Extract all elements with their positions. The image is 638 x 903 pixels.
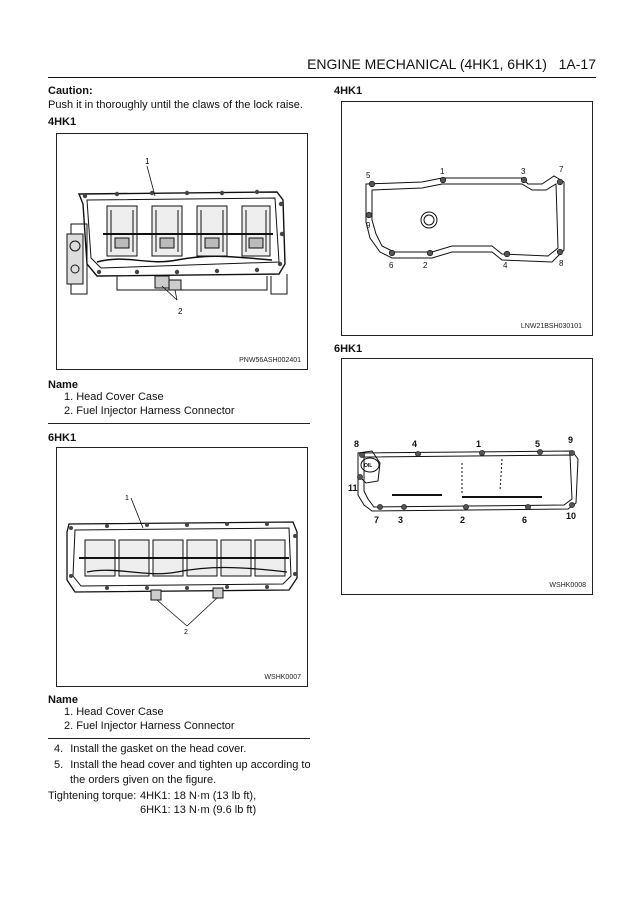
callout-1: 1 <box>125 495 129 502</box>
callout-7: 7 <box>559 165 564 174</box>
figure-4hk1-head-cover: 1 2 PNW56ASH002401 <box>56 133 308 370</box>
figure-6hk1-tightening-order: OIL 8 4 1 5 9 11 7 3 2 6 10 WSHK0008 <box>341 358 593 595</box>
step-5: 5. Install the head cover and tighten up… <box>54 758 311 773</box>
caution-text: Push it in thoroughly until the claws of… <box>48 99 303 111</box>
callout-11: 11 <box>348 483 358 493</box>
header-rule <box>48 77 596 78</box>
name-heading-4hk1: Name <box>48 379 78 391</box>
divider <box>48 423 310 424</box>
callout-3: 3 <box>398 515 403 525</box>
callout-2: 2 <box>460 515 465 525</box>
callout-4: 4 <box>412 439 417 449</box>
callout-4: 4 <box>503 261 508 270</box>
name-item-2-6hk1: 2. Fuel Injector Harness Connector <box>64 720 235 732</box>
section-heading-right-6hk1: 6HK1 <box>334 343 363 355</box>
callout-5: 5 <box>366 171 371 180</box>
head-cover-illustration: 1 2 <box>66 495 298 636</box>
callout-2: 2 <box>178 307 183 316</box>
figure-code: WSHK0007 <box>264 674 301 681</box>
callout-9: 9 <box>568 435 573 445</box>
page-number: 1A-17 <box>558 56 596 72</box>
callout-1: 1 <box>440 167 445 176</box>
callout-1: 1 <box>145 157 150 166</box>
callout-8: 8 <box>354 439 359 449</box>
callout-10: 10 <box>566 511 576 521</box>
callout-2: 2 <box>184 629 188 636</box>
step-5-continued: the orders given on the figure. <box>70 774 217 786</box>
running-header: ENGINE MECHANICAL (4HK1, 6HK1) 1A-17 <box>307 56 596 72</box>
callout-9: 9 <box>366 221 371 230</box>
name-heading-6hk1: Name <box>48 694 78 706</box>
callout-6: 6 <box>522 515 527 525</box>
step-text: Install the head cover and tighten up ac… <box>70 759 311 771</box>
name-item-2-4hk1: 2. Fuel Injector Harness Connector <box>64 405 235 417</box>
step-text: Install the gasket on the head cover. <box>70 743 247 755</box>
section-heading-4hk1: 4HK1 <box>48 116 77 128</box>
callout-5: 5 <box>535 439 540 449</box>
callout-7: 7 <box>374 515 379 525</box>
figure-code: WSHK0008 <box>549 582 586 589</box>
name-item-1-4hk1: 1. Head Cover Case <box>64 391 164 403</box>
callout-1: 1 <box>476 439 481 449</box>
caution-heading: Caution: <box>48 85 93 97</box>
section-heading-right-4hk1: 4HK1 <box>334 85 363 97</box>
torque-label: Tightening torque: <box>48 790 137 802</box>
figure-code: PNW56ASH002401 <box>239 357 301 364</box>
torque-4hk1: 4HK1: 18 N·m (13 lb ft), <box>140 790 257 802</box>
figure-4hk1-tightening-order: 5 1 3 7 9 6 2 4 8 LNW21BSH030101 <box>341 101 593 336</box>
figure-code: LNW21BSH030101 <box>520 323 582 330</box>
tightening-order-diagram: OIL 8 4 1 5 9 11 7 3 2 6 10 <box>348 435 579 525</box>
divider <box>48 738 310 739</box>
callout-3: 3 <box>521 167 526 176</box>
step-4: 4. Install the gasket on the head cover. <box>54 742 246 757</box>
figure-6hk1-head-cover: 1 2 WSHK0007 <box>56 447 308 687</box>
oil-filler-label: OIL <box>364 463 372 469</box>
section-heading-6hk1: 6HK1 <box>48 432 77 444</box>
header-title: ENGINE MECHANICAL (4HK1, 6HK1) <box>307 56 547 72</box>
tightening-order-diagram: 5 1 3 7 9 6 2 4 8 <box>365 165 565 270</box>
step-number: 4. <box>54 743 64 755</box>
name-item-1-6hk1: 1. Head Cover Case <box>64 706 164 718</box>
step-number: 5. <box>54 759 64 771</box>
head-cover-illustration: 1 2 <box>66 157 288 316</box>
callout-2: 2 <box>423 261 428 270</box>
callout-6: 6 <box>389 261 394 270</box>
callout-8: 8 <box>559 259 564 268</box>
torque-6hk1: 6HK1: 13 N·m (9.6 lb ft) <box>140 804 257 816</box>
